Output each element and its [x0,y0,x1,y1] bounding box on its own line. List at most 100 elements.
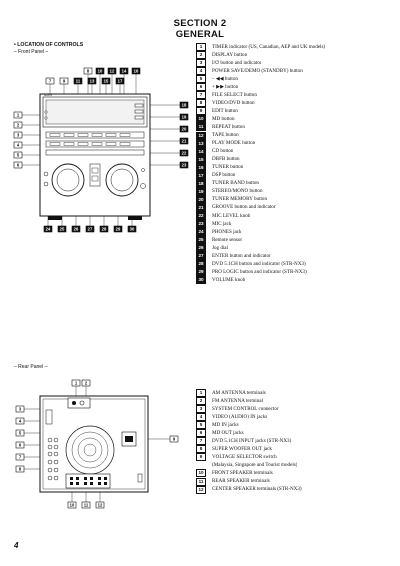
location-heading: • LOCATION OF CONTROLS [14,42,84,48]
legend-text: CD button [212,148,234,155]
legend-item: 5– ◀◀ button [196,75,392,84]
legend-number: 4 [196,67,206,76]
legend-item: 1 AM ANTENNA terminals [196,389,392,398]
callout-number: 1 [17,113,20,118]
callout-number: 6 [17,163,20,168]
legend-number: 1 [196,389,206,398]
legend-number: 11 [196,123,206,132]
legend-text: I/⏻ button and indicator [212,59,262,66]
callout-number: 20 [182,127,187,132]
legend-text: POWER SAVE/DEMO (STANDBY) button [212,67,303,74]
legend-text: FM ANTENNA terminal [212,397,263,404]
callout-number: 25 [60,227,65,232]
legend-item: 8 SUPER WOOFER OUT jack [196,445,392,454]
callout-number: 13 [90,79,95,84]
legend-number: 20 [196,195,206,204]
legend-item: 5 MD IN jacks [196,421,392,430]
legend-number: 5 [196,75,206,84]
legend-number: 12 [196,131,206,140]
legend-number: 21 [196,203,206,212]
legend-text: MD IN jacks [212,421,239,428]
legend-number: 3 [196,405,206,414]
callout-number: 5 [17,153,20,158]
front-panel-label: – Front Panel – [14,49,49,55]
legend-text: (Malaysia, Singapore and Tourist models) [212,461,298,468]
callout-number: 11 [76,79,81,84]
legend-text: MIC LEVEL knob [212,212,251,219]
legend-number: 26 [196,244,206,253]
legend-text: MD button [212,115,235,122]
callout-number: 22 [182,151,187,156]
legend-text: FILE SELECT button [212,91,257,98]
legend-number: 8 [196,445,206,454]
legend-number: 12 [196,485,206,494]
legend-number: 15 [196,155,206,164]
legend-text: REAR SPEAKER terminals [212,478,270,485]
legend-number: 1 [196,43,206,52]
callout-number: 3 [19,407,22,412]
front-brand-text: SONY [44,93,53,97]
legend-number: 30 [196,276,206,285]
legend-number: 18 [196,179,206,188]
callout-number: 10 [70,503,75,508]
legend-number: 10 [196,469,206,478]
legend-text: DVD 5.1CH button and indicator (STR-NX3) [212,260,306,267]
legend-number: 13 [196,139,206,148]
callout-number: 10 [98,69,103,74]
legend-number: 2 [196,397,206,406]
legend-number: 27 [196,252,206,261]
legend-item: 20 TUNER MEMORY button [196,195,392,204]
callout-number: 12 [98,503,103,508]
legend-number: 23 [196,220,206,229]
legend-number: 6 [196,429,206,438]
callout-number: 16 [134,69,139,74]
legend-item: (Malaysia, Singapore and Tourist models) [196,461,392,469]
callout-number: 8 [87,69,90,74]
legend-text: STEREO/MONO button [212,188,263,195]
callout-number: 15 [104,79,109,84]
legend-number: 29 [196,268,206,277]
legend-text: AM ANTENNA terminals [212,389,266,396]
callout-number: 14 [122,69,127,74]
callout-number: 17 [118,79,123,84]
legend-text: VIDEO/DVD button [212,99,255,106]
legend-number: 5 [196,421,206,430]
legend-item: 10 MD button [196,115,392,124]
legend-text: TUNER BAND button [212,180,259,187]
callout-number: 2 [85,381,88,386]
legend-text: SUPER WOOFER OUT jack [212,445,272,452]
legend-number: 6 [196,83,206,92]
legend-number: 14 [196,147,206,156]
front-panel-legend: 1 TIMER indicator (US, Canadian, AEP and … [196,43,392,285]
jog-dial-knob [51,163,85,197]
legend-text: TIMER indicator (US, Canadian, AEP and U… [212,43,326,50]
legend-text: TUNER MEMORY button [212,196,267,203]
legend-number: 10 [196,115,206,124]
legend-number: 22 [196,212,206,220]
callout-number: 11 [84,503,89,508]
rear-panel-label: – Rear Panel – [14,364,48,370]
volume-knob [105,163,139,197]
